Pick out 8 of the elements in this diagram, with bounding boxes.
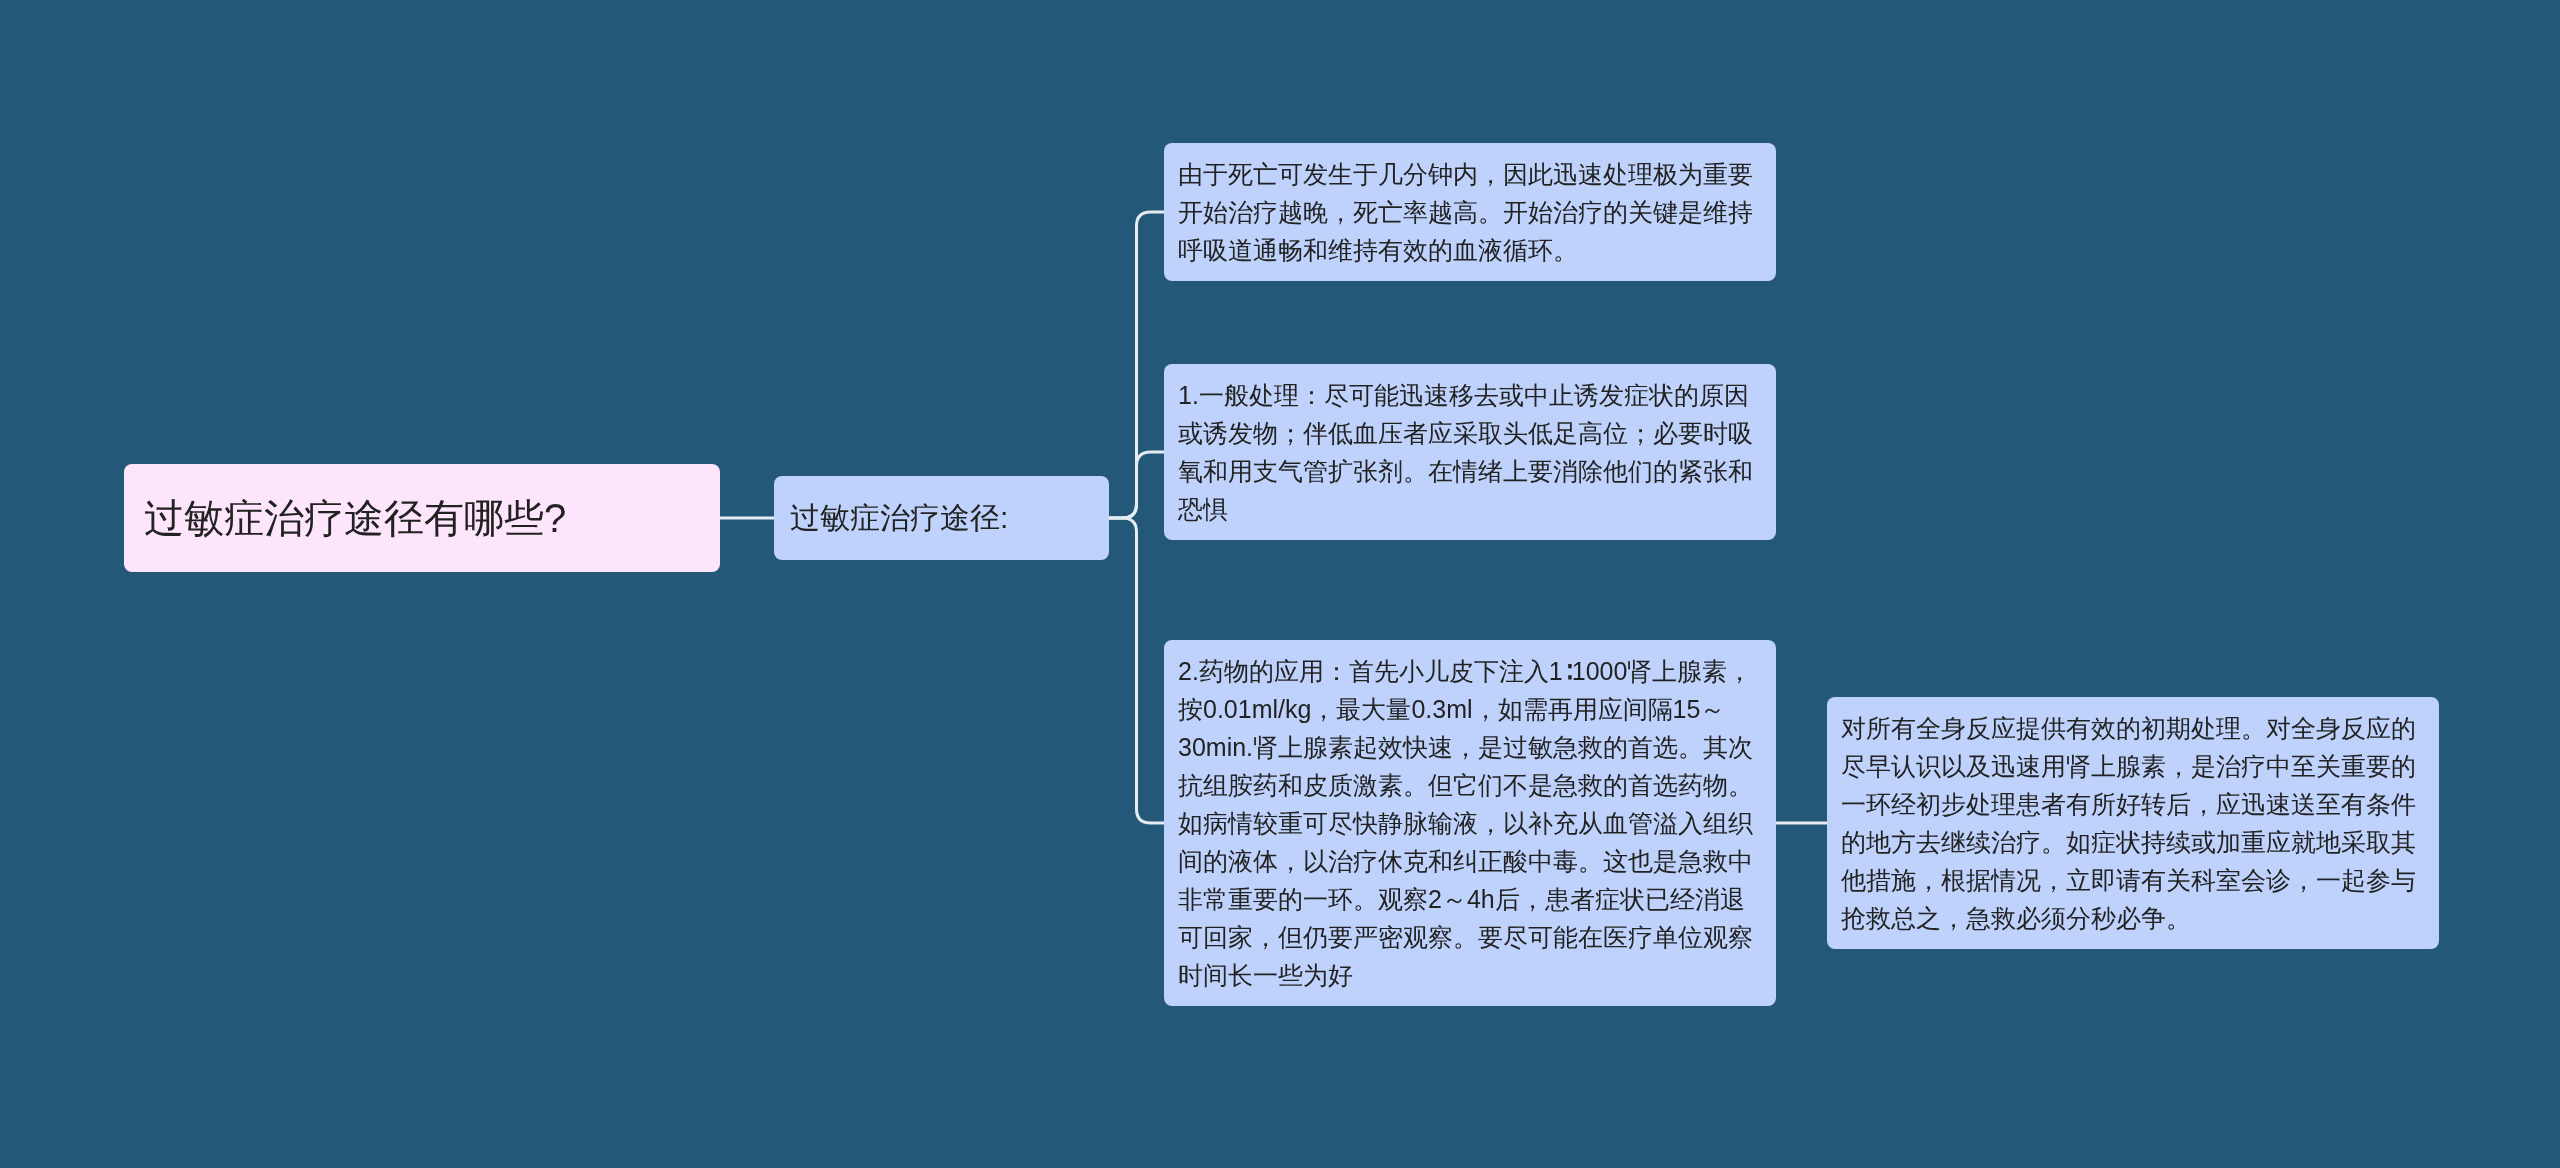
- connector-line: [720, 516, 774, 520]
- branch-box: 过敏症治疗途径:: [774, 476, 1109, 560]
- note-box: 对所有全身反应提供有效的初期处理。对全身反应的尽早认识以及迅速用肾上腺素，是治疗中至关重要的一环经初步处理患者有所好转后，应迅速送至有条件的地方去继续治疗。如症状持续或加重应就地采取其他措施，根据情况，立即请有关科室会诊，一起参与抢救总之，急救必须分秒必争。: [1827, 697, 2439, 949]
- note-box: 2.药物的应用：首先小儿皮下注入1∶1000肾上腺素，按0.01ml/kg，最大量0.3ml，如需再用应间隔15～30min.肾上腺素起效快速，是过敏急救的首选。其次抗组胺药和皮质激素。但它们不是急救的首选药物。如病情较重可尽快静脉输液，以补充从血管溢入组织间的液体，以治疗休克和纠正酸中毒。这也是急救中非常重要的一环。观察2～4h后，患者症状已经消退可回家，但仍要严密观察。要尽可能在医疗单位观察时间长一些为好: [1164, 640, 1776, 1006]
- note-box: 由于死亡可发生于几分钟内，因此迅速处理极为重要开始治疗越晚，死亡率越高。开始治疗的关键是维持呼吸道通畅和维持有效的血液循环。: [1164, 143, 1776, 281]
- topic-box: 过敏症治疗途径有哪些?: [124, 464, 720, 572]
- note-box: 1.一般处理：尽可能迅速移去或中止诱发症状的原因或诱发物；伴低血压者应采取头低足高位；必要时吸氧和用支气管扩张剂。在情绪上要消除他们的紧张和恐惧: [1164, 364, 1776, 540]
- connector-line: [1776, 821, 1827, 825]
